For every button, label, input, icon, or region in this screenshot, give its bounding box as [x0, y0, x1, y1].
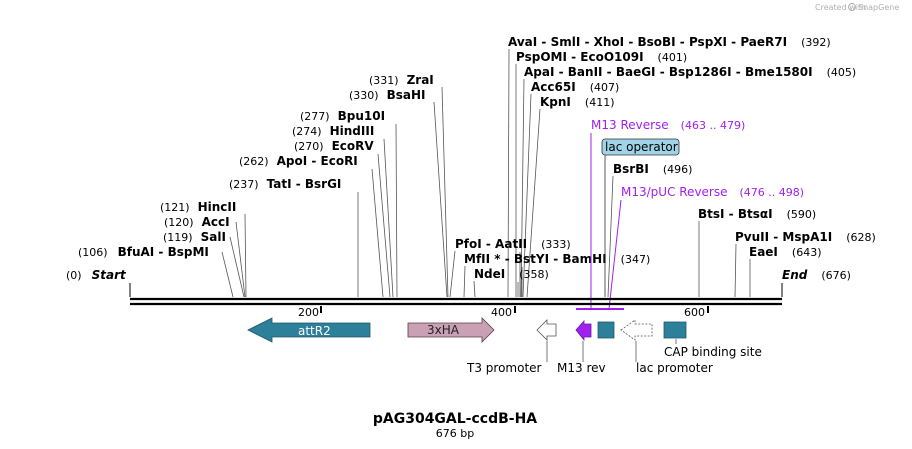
- restriction-sites: (106)BfuAI - BspMI (119)SalI (120)AccI (…: [78, 35, 876, 281]
- snapgene-credit: Created with SnapGene: [815, 3, 899, 12]
- snapgene-logo-icon: [848, 3, 856, 11]
- site-pfoi[interactable]: PfoI - AatII(333): [455, 237, 571, 251]
- ruler-label-200: 200: [298, 306, 319, 319]
- site-connector-mfli: [463, 265, 466, 298]
- site-mfli[interactable]: MfII * - BstYI - BamHI(347): [464, 252, 650, 266]
- site-pspomi[interactable]: PspOMI - EcoO109I(401): [516, 50, 687, 64]
- ruler-label-400: 400: [491, 306, 512, 319]
- lac-operator-label: lac operator: [605, 140, 678, 154]
- site-bfuai[interactable]: (106)BfuAI - BspMI: [78, 245, 209, 259]
- site-connector-zrai: [441, 86, 449, 298]
- site-connector-bpu10i: [395, 123, 398, 298]
- site-zrai[interactable]: (331)ZraI: [369, 73, 434, 87]
- site-connector-acc65i: [522, 93, 532, 298]
- feature-t3-promoter-arrow: [536, 319, 557, 341]
- site-connector-pvuii: [734, 243, 737, 298]
- credit-brand: SnapGene: [858, 3, 899, 12]
- site-pvuii[interactable]: PvuII - MspA1I(628): [735, 230, 876, 244]
- site-connector-kpni: [526, 108, 541, 298]
- lac-operator[interactable]: lac operator: [601, 138, 680, 297]
- feature-lac-operator-block[interactable]: [597, 321, 615, 339]
- site-bsahi[interactable]: (330)BsaHI: [349, 88, 426, 102]
- feature-m13-rev[interactable]: M13 rev: [557, 319, 606, 375]
- primer-m13-reverse[interactable]: M13 Reverse(463 .. 479): [590, 118, 745, 309]
- site-ecorv[interactable]: (270)EcoRV: [294, 139, 374, 153]
- site-connector-pfoi: [449, 250, 456, 298]
- site-acci[interactable]: (120)AccI: [164, 215, 230, 229]
- feature-3xha[interactable]: 3xHA: [407, 317, 495, 343]
- feature-m13-rev-label: M13 rev: [557, 361, 606, 375]
- feature-3xha-arrow: [407, 317, 495, 343]
- site-avai[interactable]: AvaI - SmlI - XhoI - BsoBI - PspXI - Pae…: [508, 35, 831, 49]
- feature-cap-binding-site[interactable]: CAP binding site: [663, 321, 762, 359]
- feature-m13-rev-arrow: [575, 319, 592, 342]
- site-connector-acci: [235, 221, 246, 298]
- feature-3xha-label: 3xHA: [427, 323, 460, 337]
- ruler-label-600: 600: [684, 306, 705, 319]
- site-connectors: [221, 48, 751, 298]
- start-label: (0)Start: [66, 268, 127, 282]
- site-connector-bsahi: [433, 101, 448, 298]
- site-connector-avai: [507, 48, 510, 298]
- feature-lac-promoter[interactable]: lac promoter: [620, 319, 713, 375]
- site-bsrbi[interactable]: BsrBI(496): [613, 162, 692, 176]
- site-hincii[interactable]: (121)HincII: [160, 200, 236, 214]
- site-apoi[interactable]: (262)ApoI - EcoRI: [239, 154, 358, 168]
- credit-text: Created with: [815, 3, 866, 12]
- site-bpu10i[interactable]: (277)Bpu10I: [300, 109, 385, 123]
- primer-m13-puc-reverse-line: [608, 199, 622, 310]
- feature-cap-binding-site-box: [663, 321, 687, 339]
- site-acc65i[interactable]: Acc65I(407): [531, 80, 619, 94]
- site-kpni[interactable]: KpnI(411): [540, 95, 615, 109]
- primer-m13-puc-reverse[interactable]: M13/pUC Reverse(476 .. 498): [608, 185, 804, 310]
- site-connector-ndei: [473, 280, 476, 298]
- end-label: End(676): [782, 268, 851, 282]
- feature-cap-binding-site-label: CAP binding site: [664, 345, 762, 359]
- feature-attr2-arrow: [247, 317, 371, 343]
- site-connector-ecorv: [377, 153, 391, 298]
- site-connector-hincii: [244, 213, 247, 298]
- backbone: [130, 297, 782, 306]
- primer-m13-reverse-label: M13 Reverse(463 .. 479): [591, 118, 745, 132]
- site-hindiii[interactable]: (274)HindIII: [292, 124, 374, 138]
- site-connector-bfuai: [221, 251, 234, 298]
- primer-m13-puc-reverse-label: M13/pUC Reverse(476 .. 498): [621, 185, 804, 199]
- site-eaei[interactable]: EaeI(643): [749, 245, 822, 259]
- site-connector-apai: [520, 78, 525, 298]
- site-sali[interactable]: (119)SalI: [163, 230, 226, 244]
- feature-lac-promoter-label: lac promoter: [636, 361, 713, 375]
- site-tati[interactable]: (237)TatI - BsrGI: [229, 177, 341, 191]
- feature-t3-promoter-label: T3 promoter: [466, 361, 542, 375]
- feature-lac-promoter-arrow: [620, 319, 653, 341]
- site-connector-sali: [229, 236, 245, 298]
- site-btsi[interactable]: BtsI - BtsαI(590): [698, 207, 816, 221]
- map-subtitle: 676 bp: [436, 427, 474, 440]
- site-connector-hindiii: [383, 138, 394, 298]
- site-connector-apoi: [371, 168, 384, 298]
- lac-operator-box: [601, 138, 680, 156]
- site-ndei[interactable]: NdeI(358): [474, 267, 549, 281]
- map-title: pAG304GAL-ccdB-HA: [373, 411, 537, 427]
- feature-attr2[interactable]: attR2: [247, 317, 371, 343]
- feature-t3-promoter[interactable]: T3 promoter: [466, 319, 557, 375]
- site-connector-bsrbi: [607, 175, 614, 298]
- site-apai[interactable]: ApaI - BanII - BaeGI - Bsp1286I - Bme158…: [524, 65, 856, 79]
- ruler: 200 400 600: [298, 306, 709, 319]
- feature-attr2-label: attR2: [298, 324, 331, 338]
